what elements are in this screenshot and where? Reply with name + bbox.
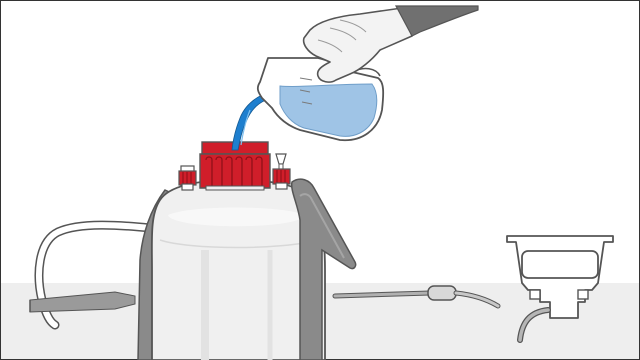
valve-left-icon xyxy=(178,165,197,191)
measuring-jug-icon xyxy=(256,57,385,142)
left-handle-icon xyxy=(29,291,136,313)
strap-front-icon xyxy=(290,178,357,360)
valve-right-icon xyxy=(272,153,291,190)
glove-hand-icon xyxy=(302,7,413,83)
nozzle-holder-icon xyxy=(506,235,614,343)
spray-lance-icon xyxy=(332,285,501,309)
water-stream-icon xyxy=(231,94,267,151)
lance-grip xyxy=(427,285,457,301)
sleeve-icon xyxy=(395,5,479,37)
